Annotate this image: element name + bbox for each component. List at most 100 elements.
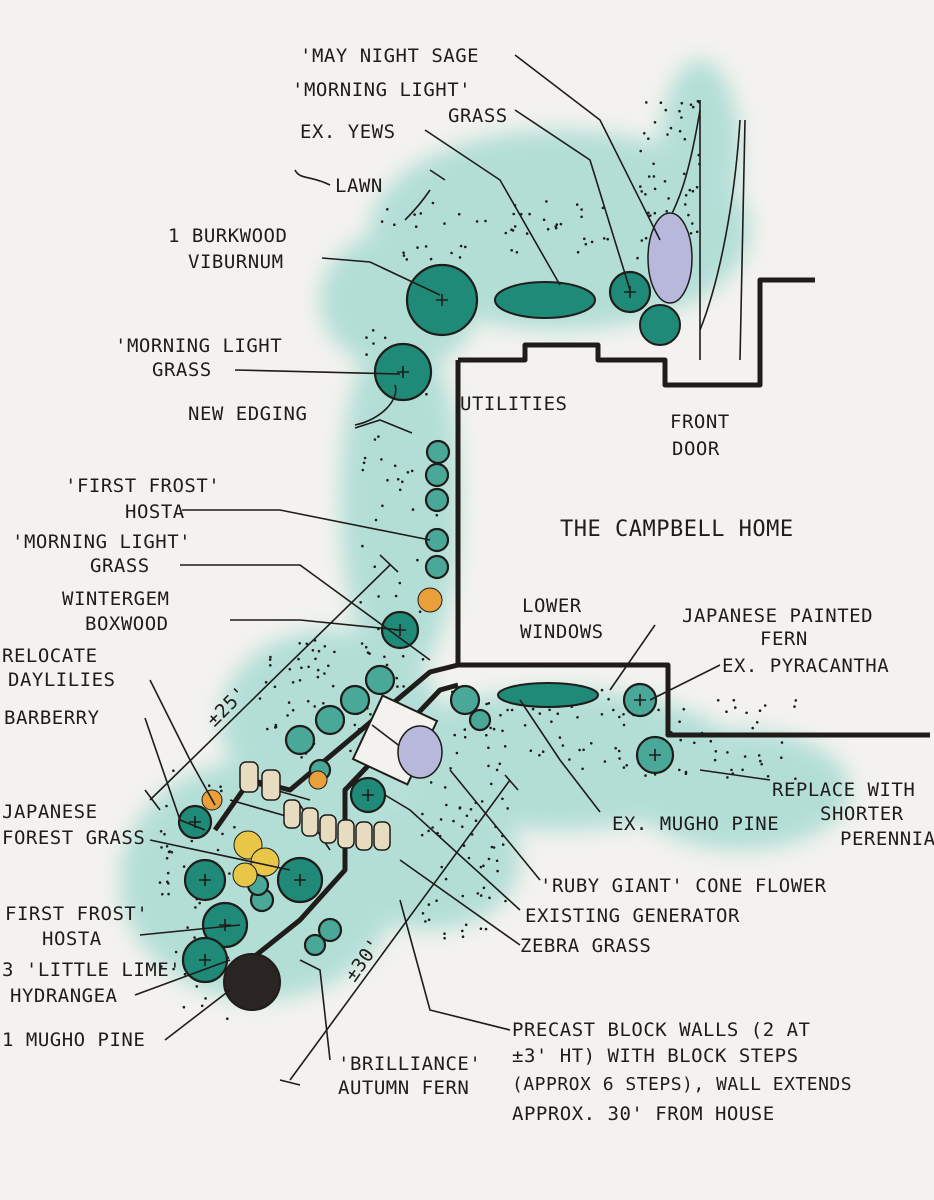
stipple-dot	[311, 649, 315, 652]
stipple-dot	[413, 213, 416, 216]
stipple-dot	[331, 684, 335, 688]
stipple-dot	[695, 185, 699, 189]
label-new-edging: NEW EDGING	[188, 403, 307, 425]
stipple-dot	[669, 126, 673, 130]
label-first-frost-low: FIRST FROST'	[5, 903, 148, 925]
note-line-4: APPROX. 30' FROM HOUSE	[512, 1103, 775, 1125]
stipple-dot	[410, 469, 414, 473]
stipple-dot	[327, 664, 330, 668]
stipple-dot	[395, 676, 399, 680]
shrub-symbol	[183, 858, 227, 902]
stipple-dot	[427, 918, 431, 922]
label-jp-painted-fern: JAPANESE PAINTED	[682, 605, 873, 627]
perennial-symbol	[364, 664, 396, 696]
shrub-symbol	[608, 270, 652, 314]
stipple-dot	[538, 753, 541, 757]
stipple-dot	[501, 797, 504, 801]
stipple-dot	[221, 832, 224, 836]
stipple-dot	[475, 220, 479, 223]
stipple-dot	[725, 710, 728, 713]
stipple-dot	[682, 172, 686, 176]
stipple-dot	[691, 105, 695, 109]
stipple-dot	[163, 832, 166, 836]
stipple-dot	[482, 864, 485, 868]
stipple-dot	[503, 745, 507, 748]
stipple-dot	[684, 194, 688, 197]
stipple-dot	[550, 720, 553, 723]
label-brilliance: 'BRILLIANCE'	[338, 1053, 481, 1075]
stipple-dot	[726, 776, 729, 779]
stipple-dot	[548, 708, 551, 712]
label-may-night-sage: 'MAY NIGHT SAGE	[300, 45, 479, 67]
stipple-dot	[371, 329, 375, 332]
stipple-dot	[515, 251, 519, 254]
stipple-dot	[193, 936, 196, 939]
perennial-symbol	[339, 684, 371, 716]
stipple-dot	[490, 845, 494, 849]
stipple-dot	[160, 846, 163, 849]
plant-symbols	[177, 263, 681, 1011]
stipple-dot	[167, 850, 171, 854]
stipple-dot	[405, 258, 409, 261]
stipple-dot	[484, 927, 488, 931]
perennial-symbol	[424, 462, 450, 488]
stipple-dot	[794, 699, 798, 702]
stipple-dot	[298, 642, 302, 645]
stipple-dot	[689, 103, 693, 106]
flower-symbol	[417, 587, 443, 613]
stipple-dot	[228, 872, 231, 875]
stipple-dot	[398, 488, 402, 492]
stipple-dot	[443, 786, 447, 789]
stipple-dot	[364, 645, 368, 649]
stipple-dot	[590, 742, 593, 745]
hedge-mass	[494, 281, 596, 319]
stipple-dot	[429, 257, 433, 261]
stipple-dot	[369, 713, 372, 716]
stipple-dot	[443, 222, 446, 225]
stipple-dot	[485, 702, 488, 706]
stipple-dot	[665, 210, 668, 213]
label-morning-light-top-2: GRASS	[448, 105, 508, 127]
stipple-dot	[501, 843, 505, 846]
stipple-dot	[159, 830, 163, 833]
stipple-dot	[406, 471, 410, 474]
stipple-dot	[523, 724, 527, 727]
stipple-dot	[487, 702, 491, 705]
stipple-dot	[219, 785, 222, 788]
stipple-dot	[200, 1004, 204, 1008]
stipple-dot	[479, 927, 483, 930]
flower-symbol	[308, 770, 328, 790]
stipple-dot	[576, 716, 579, 719]
stipple-dot	[716, 699, 720, 702]
stipple-dot	[269, 655, 272, 659]
stipple-dot	[546, 227, 550, 231]
stipple-dot	[602, 237, 606, 240]
stipple-dot	[474, 819, 478, 822]
stipple-dot	[558, 736, 562, 739]
stipple-dot	[657, 708, 660, 712]
stipple-dot	[424, 920, 427, 923]
label-ex-yews: EX. YEWS	[300, 121, 396, 143]
stipple-dot	[383, 655, 386, 659]
flower-symbol	[232, 862, 258, 888]
stipple-dot	[349, 749, 352, 753]
stipple-dot	[170, 851, 174, 854]
note-line-2: ±3' HT) WITH BLOCK STEPS	[512, 1045, 799, 1067]
stipple-dot	[555, 223, 559, 226]
stipple-dot	[307, 665, 310, 669]
label-lower-windows-2: WINDOWS	[520, 621, 604, 643]
stipple-dot	[687, 213, 690, 217]
stipple-dot	[449, 767, 452, 770]
stipple-dot	[554, 226, 558, 230]
label-jp-painted-fern-2: FERN	[760, 628, 808, 650]
stipple-dot	[678, 720, 681, 723]
label-little-lime: 3 'LITTLE LIME'	[2, 959, 181, 981]
stipple-dot	[482, 886, 486, 890]
stipple-dot	[607, 697, 610, 701]
stipple-dot	[689, 232, 693, 235]
stipple-dot	[464, 923, 468, 927]
label-generator: EXISTING GENERATOR	[525, 905, 740, 927]
perennial-symbol	[303, 933, 327, 957]
stipple-dot	[374, 518, 378, 522]
stipple-dot	[495, 859, 499, 863]
